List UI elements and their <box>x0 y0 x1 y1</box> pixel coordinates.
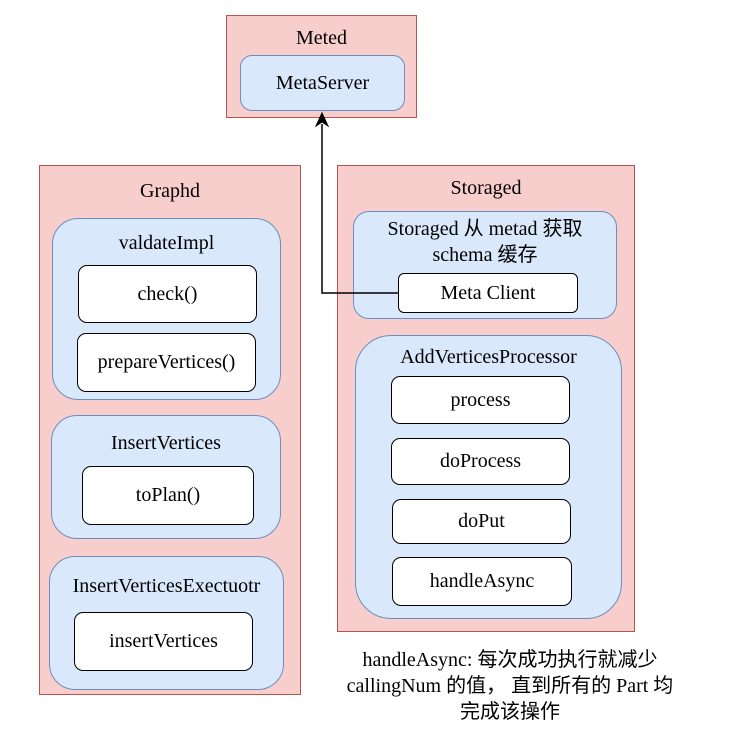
doput-label: doPut <box>458 510 505 532</box>
validateimpl-title: valdateImpl <box>118 232 215 254</box>
doprocess-node[interactable]: doProcess <box>391 438 570 485</box>
prepare-vertices-label: prepareVertices() <box>97 351 236 373</box>
handleasync-label: handleAsync <box>429 570 535 592</box>
annotation-line1: handleAsync: 每次成功执行就减少 <box>362 649 658 671</box>
schema-cache-title-line2: schema 缓存 <box>432 244 538 266</box>
doprocess-label: doProcess <box>439 450 522 472</box>
insertverticesexecutor-group: InsertVerticesExectuotr insertVertices <box>49 556 284 690</box>
graphd-container: Graphd valdateImpl check() prepareVertic… <box>39 165 301 695</box>
insertvertices-node[interactable]: insertVertices <box>74 612 253 671</box>
annotation-line3: 完成该操作 <box>460 701 560 723</box>
graphd-title: Graphd <box>140 180 200 202</box>
addverticesprocessor-group: AddVerticesProcessor process doProcess d… <box>355 335 622 619</box>
handleasync-annotation: handleAsync: 每次成功执行就减少 callingNum 的值， 直到… <box>300 647 720 725</box>
toplan-node[interactable]: toPlan() <box>82 466 254 525</box>
insertvertices-group: InsertVertices toPlan() <box>51 415 281 539</box>
meta-client-label: Meta Client <box>440 281 536 304</box>
toplan-label: toPlan() <box>135 484 201 506</box>
doput-node[interactable]: doPut <box>392 499 571 544</box>
annotation-line2: callingNum 的值， 直到所有的 Part 均 <box>346 675 674 697</box>
check-node[interactable]: check() <box>78 265 257 323</box>
schema-cache-group: Storaged 从 metad 获取 schema 缓存 Meta Clien… <box>353 211 617 319</box>
addverticesprocessor-title: AddVerticesProcessor <box>400 346 577 368</box>
check-label: check() <box>137 282 198 305</box>
insertvertices-title: InsertVertices <box>111 432 221 454</box>
connector-line <box>321 124 398 294</box>
meted-title: Meted <box>295 27 348 49</box>
validateimpl-group: valdateImpl check() prepareVertices() <box>52 218 281 400</box>
process-label: process <box>450 388 511 411</box>
metaserver-node[interactable]: MetaServer <box>240 55 405 111</box>
storaged-container: Storaged Storaged 从 metad 获取 schema 缓存 M… <box>337 165 635 632</box>
storaged-title: Storaged <box>450 177 522 199</box>
meta-client-node[interactable]: Meta Client <box>398 273 578 313</box>
metaserver-label: MetaServer <box>275 71 370 94</box>
schema-cache-title-line1: Storaged 从 metad 获取 <box>387 218 583 240</box>
meted-container: Meted MetaServer <box>226 15 417 118</box>
prepare-vertices-node[interactable]: prepareVertices() <box>77 333 256 392</box>
handleasync-node[interactable]: handleAsync <box>392 557 572 606</box>
process-node[interactable]: process <box>391 376 570 424</box>
insertverticesexecutor-title: InsertVerticesExectuotr <box>72 575 261 597</box>
insertvertices-label: insertVertices <box>109 630 218 652</box>
arrowhead-up-icon <box>314 111 330 128</box>
